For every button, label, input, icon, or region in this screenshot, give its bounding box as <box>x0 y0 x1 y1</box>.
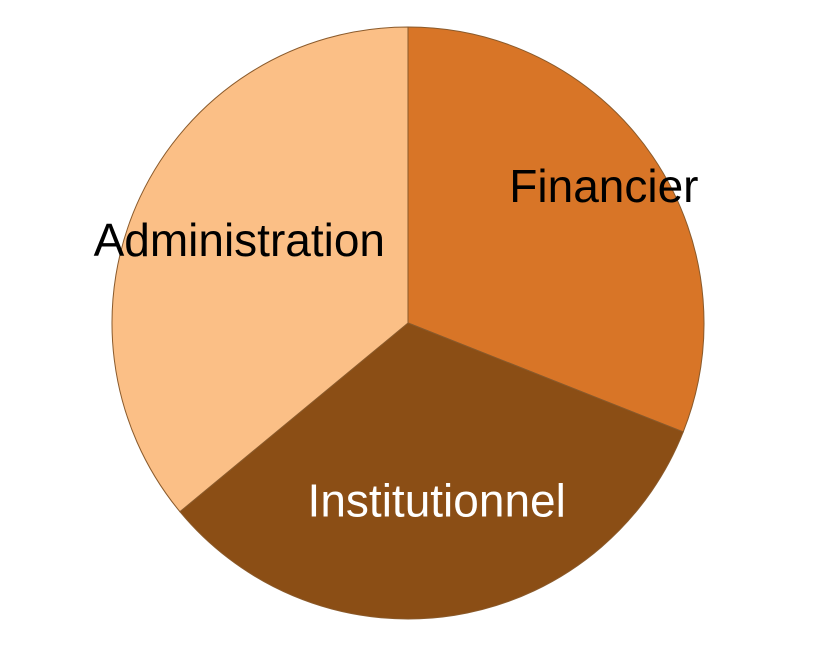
pie-label-institutionnel: Institutionnel <box>308 474 566 526</box>
pie-slice-administration <box>111 26 409 513</box>
pie-slices <box>111 26 705 620</box>
pie-slice-institutionnel <box>179 322 684 620</box>
pie-label-administration: Administration <box>94 214 385 266</box>
pie-label-financier: Financier <box>509 160 698 212</box>
pie-slice-financier <box>407 26 705 433</box>
